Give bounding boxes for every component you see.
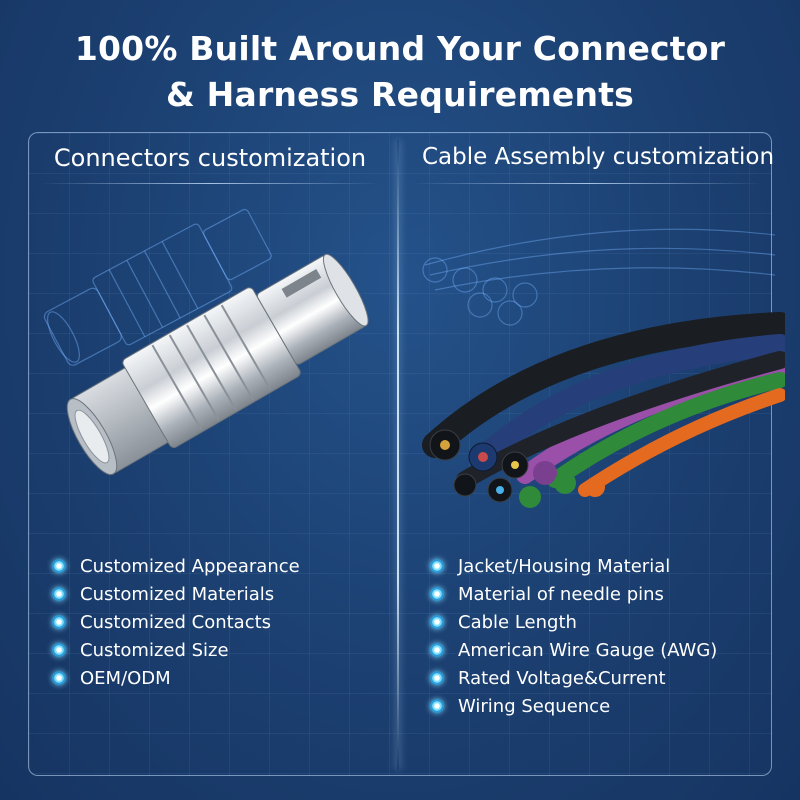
cable-assembly-heading-underline <box>412 183 762 184</box>
title-line-2: & Harness Requirements <box>165 75 635 114</box>
cable-feature-list: Jacket/Housing Material Material of need… <box>430 552 717 720</box>
bullet-dot-icon <box>52 587 66 601</box>
list-item: Wiring Sequence <box>430 692 717 720</box>
bullet-dot-icon <box>52 559 66 573</box>
bullet-dot-icon <box>430 615 444 629</box>
list-item: Customized Materials <box>52 580 300 608</box>
column-divider <box>397 140 399 770</box>
connectors-heading-underline <box>40 183 380 184</box>
list-item: OEM/ODM <box>52 664 300 692</box>
list-item: Customized Contacts <box>52 608 300 636</box>
connectors-heading: Connectors customization <box>53 144 367 172</box>
blueprint-cables <box>422 228 776 326</box>
bullet-dot-icon <box>430 643 444 657</box>
bullet-dot-icon <box>430 699 444 713</box>
cable-bundle-image <box>422 228 785 508</box>
bullet-dot-icon <box>52 615 66 629</box>
connector-image <box>43 208 369 475</box>
bullet-dot-icon <box>52 671 66 685</box>
list-item: Cable Length <box>430 608 717 636</box>
cable-ends <box>429 429 605 508</box>
list-item: Material of needle pins <box>430 580 717 608</box>
bullet-dot-icon <box>430 671 444 685</box>
blueprint-outline <box>43 208 272 366</box>
bullet-dot-icon <box>430 559 444 573</box>
cable-strands <box>422 312 785 497</box>
bullet-dot-icon <box>52 643 66 657</box>
list-item: Customized Appearance <box>52 552 300 580</box>
connector-body <box>66 253 369 475</box>
connectors-feature-list: Customized Appearance Customized Materia… <box>52 552 300 692</box>
list-item: American Wire Gauge (AWG) <box>430 636 717 664</box>
bullet-dot-icon <box>430 587 444 601</box>
page-title: 100% Built Around Your Connector & Harne… <box>0 26 800 118</box>
list-item: Customized Size <box>52 636 300 664</box>
list-item: Jacket/Housing Material <box>430 552 717 580</box>
title-line-1: 100% Built Around Your Connector <box>74 29 726 68</box>
cable-assembly-heading: Cable Assembly customization <box>421 144 775 170</box>
list-item: Rated Voltage&Current <box>430 664 717 692</box>
